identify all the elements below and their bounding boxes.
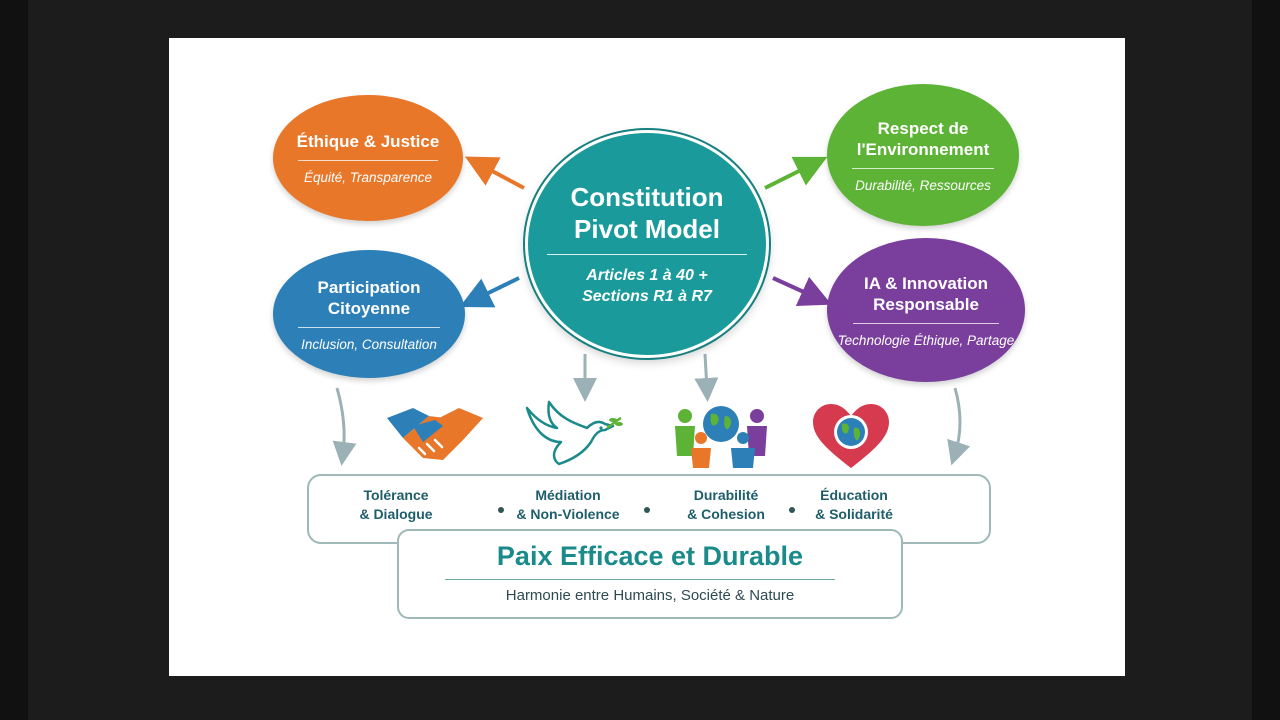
node-subtitle: Inclusion, Consultation: [301, 336, 437, 352]
center-divider: [547, 254, 747, 255]
value-line2: & Solidarité: [815, 506, 893, 522]
node-title-line2: Responsable: [873, 294, 979, 314]
outcome-title: Paix Efficace et Durable: [496, 541, 804, 571]
dove-icon: [525, 400, 623, 466]
value-line2: & Cohesion: [687, 506, 765, 522]
value-mediation: Médiation & Non-Violence: [493, 486, 643, 524]
node-title-line1: Respect de: [877, 118, 969, 138]
node-participation-citoyenne: Participation Citoyenne Inclusion, Consu…: [273, 250, 465, 378]
separator-dot: [789, 507, 795, 513]
node-title-line1: Participation: [317, 277, 421, 297]
node-divider: [297, 326, 441, 328]
node-title-line2: l'Environnement: [856, 139, 990, 159]
node-title-line1: IA & Innovation: [863, 273, 989, 293]
node-ia-innovation: IA & Innovation Responsable Technologie …: [827, 238, 1025, 382]
node-subtitle: Durabilité, Ressources: [855, 177, 991, 193]
value-line2: & Non-Violence: [516, 506, 620, 522]
arrow-to-ia: [772, 276, 832, 306]
arrow-left-curve: [332, 387, 357, 466]
separator-dot: [498, 507, 504, 513]
node-divider: [851, 167, 995, 169]
center-sub-line2: Sections R1 à R7: [582, 288, 712, 305]
value-education: Éducation & Solidarité: [779, 486, 929, 524]
connector-arrows: [332, 156, 971, 466]
outcome-box: Paix Efficace et Durable Harmonie entre …: [397, 529, 903, 619]
node-divider: [852, 322, 1000, 324]
slide: Éthique & Justice Équité, Transparence P…: [169, 38, 1125, 676]
arrow-to-ethique: [464, 156, 525, 190]
node-subtitle: Technologie Éthique, Partage: [837, 332, 1015, 348]
value-tolerance: Tolérance & Dialogue: [321, 486, 471, 524]
value-line1: Tolérance: [363, 487, 429, 503]
center-sub-line1: Articles 1 à 40 +: [586, 267, 708, 284]
handshake-icon: [387, 408, 483, 460]
people-globe-icon: [675, 406, 767, 468]
arrow-to-participation: [459, 276, 520, 308]
node-title-line2: Citoyenne: [327, 298, 411, 318]
node-ethique-justice: Éthique & Justice Équité, Transparence: [273, 95, 463, 221]
center-node: Constitution Pivot Model Articles 1 à 40…: [525, 130, 769, 358]
outcome-divider: [445, 579, 835, 580]
left-letterbox: [0, 0, 28, 720]
separator-dot: [644, 507, 650, 513]
outcome-subtitle: Harmonie entre Humains, Société & Nature: [505, 587, 795, 604]
node-respect-environnement: Respect de l'Environnement Durabilité, R…: [827, 84, 1019, 226]
node-divider: [297, 160, 439, 161]
node-subtitle: Équité, Transparence: [303, 170, 433, 185]
arrow-to-environnement: [764, 156, 828, 190]
value-line2: & Dialogue: [359, 506, 433, 522]
arrow-right-curve: [947, 387, 971, 466]
heart-globe-icon: [813, 404, 889, 468]
value-durabilite: Durabilité & Cohesion: [651, 486, 801, 524]
value-line1: Durabilité: [693, 487, 759, 503]
right-letterbox: [1252, 0, 1280, 720]
value-line1: Éducation: [820, 487, 888, 503]
node-title: Éthique & Justice: [296, 132, 440, 151]
value-line1: Médiation: [535, 487, 601, 503]
center-title-line1: Constitution: [570, 182, 724, 212]
center-title-line2: Pivot Model: [574, 214, 720, 244]
arrow-down-2: [694, 353, 719, 402]
